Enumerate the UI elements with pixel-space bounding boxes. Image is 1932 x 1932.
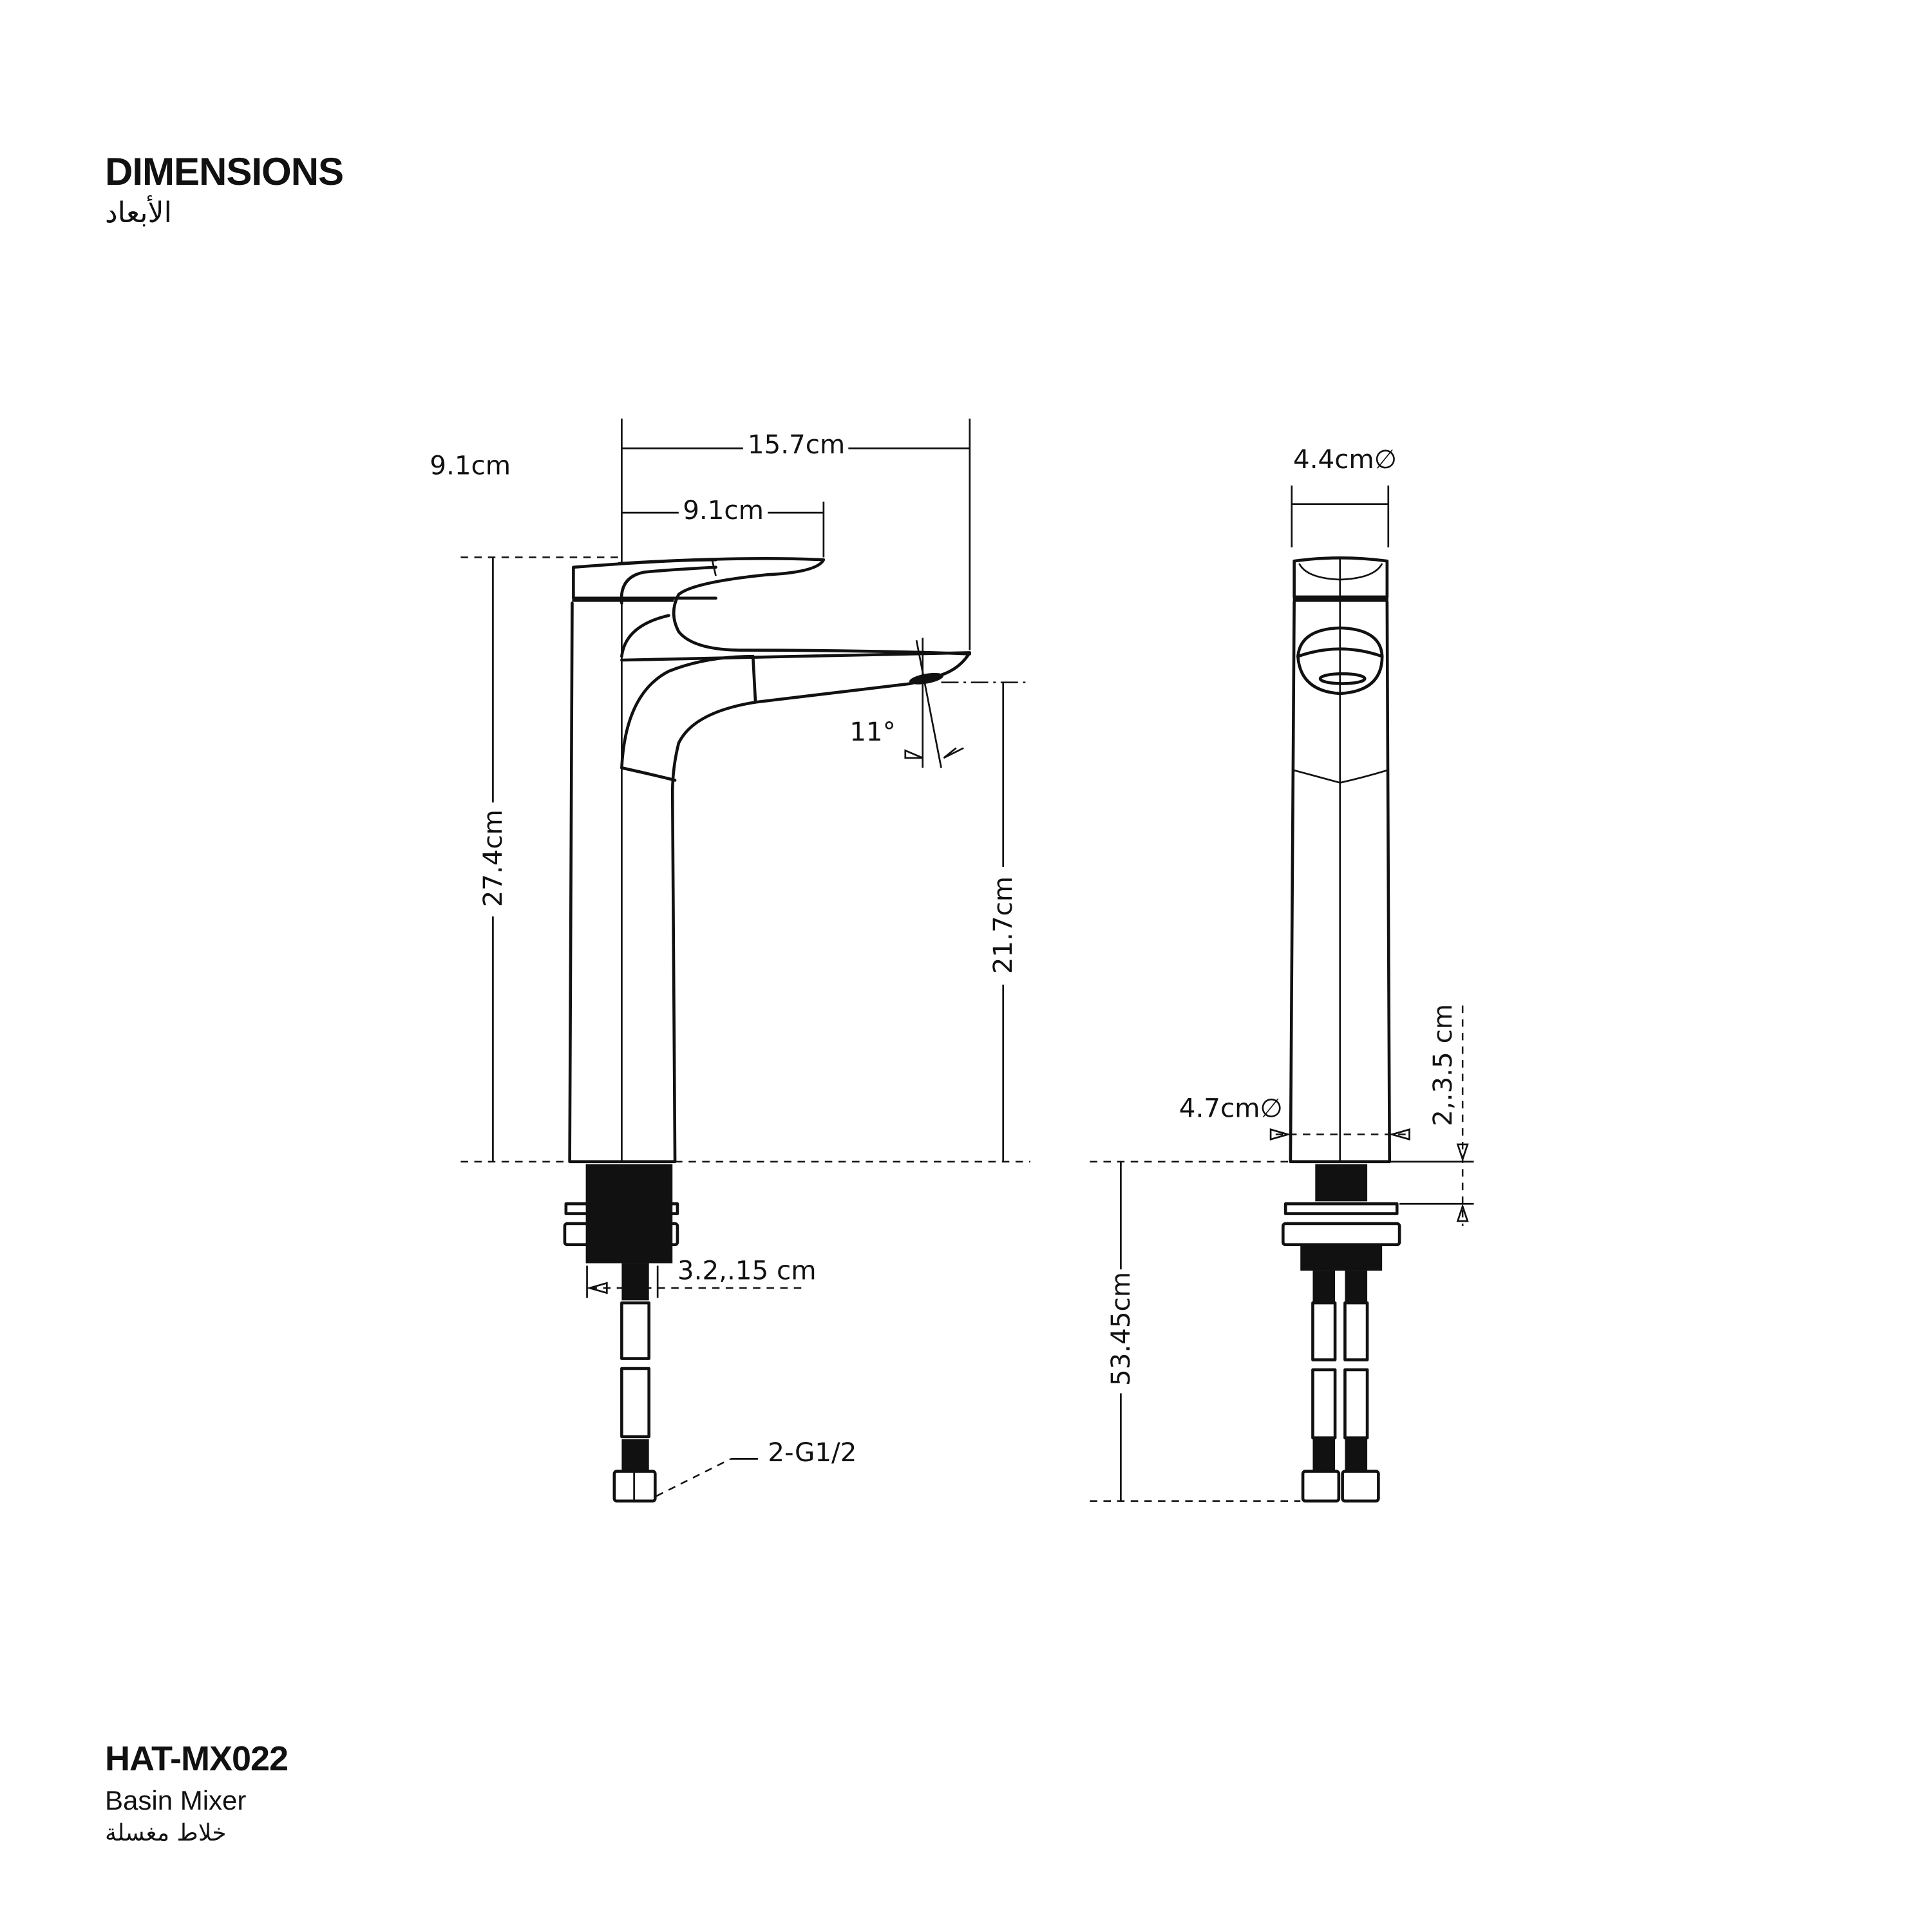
product-name-arabic: خلاط مغسلة (105, 1820, 227, 1846)
deck-thickness-label: 2,.3.5 cm (1428, 1004, 1458, 1126)
total-height-label: 27.4cm (478, 810, 508, 907)
stray-dimension-label: 9.1cm (430, 451, 511, 481)
front-view: 4.4cm∅ 4.7cm∅ 2,.3.5 cm 53.45cm (1090, 444, 1474, 1503)
head-diameter-label: 4.4cm∅ (1293, 444, 1397, 475)
hose-length-label: 53.45cm (1106, 1272, 1136, 1386)
base-diameter-label: 4.7cm∅ (1179, 1094, 1283, 1124)
product-model: HAT-MX022 (105, 1739, 289, 1778)
spout-height-label: 21.7cm (988, 876, 1018, 974)
spout-angle-label: 11° (849, 717, 896, 747)
thread-size-label: 3.2,.15 cm (677, 1256, 817, 1286)
page-title: DIMENSIONS (105, 150, 344, 193)
connection-label: 2-G1/2 (768, 1437, 857, 1468)
overall-reach-label: 15.7cm (748, 430, 845, 460)
product-name: Basin Mixer (105, 1785, 247, 1815)
side-view: 15.7cm 9.1cm 9.1cm 27.4cm 21.7cm 11° 3.2… (430, 419, 1030, 1503)
handle-reach-label: 9.1cm (683, 495, 764, 526)
page-title-arabic: الأبعاد (105, 196, 172, 229)
